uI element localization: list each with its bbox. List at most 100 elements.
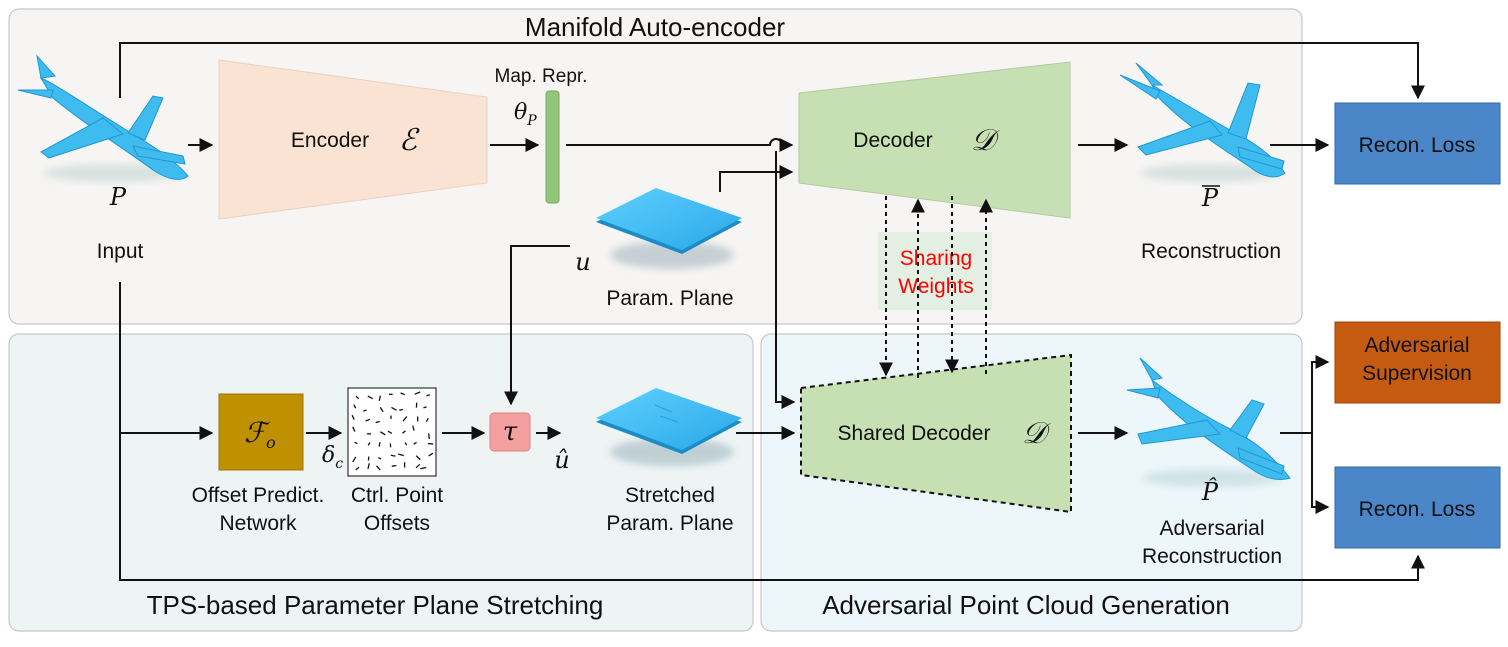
- offset-glyph: [367, 442, 371, 446]
- stretched-plane-line1: Stretched: [625, 484, 715, 507]
- offset-glyph: [378, 442, 381, 447]
- recon-loss-bottom-label: Recon. Loss: [1359, 498, 1476, 521]
- offset-glyph: [352, 456, 357, 463]
- offset-glyph: [376, 465, 381, 471]
- offset-glyph: [354, 441, 358, 445]
- shared-decoder-label: Shared Decoder: [838, 422, 991, 445]
- offset-glyph: [402, 430, 406, 434]
- offset-glyph: [387, 430, 393, 435]
- adversarial-supervision-line2: Supervision: [1362, 362, 1472, 385]
- adv-reconstruction-symbol: P̂: [1201, 478, 1219, 506]
- encoder-symbol: ℰ: [399, 123, 420, 158]
- offset-glyph: [413, 441, 417, 445]
- offset-glyph: [375, 420, 380, 424]
- arrow-adv-supervision: [1280, 355, 1330, 434]
- offset-net-line1: Offset Predict.: [192, 484, 325, 507]
- input-symbol: P: [109, 183, 127, 211]
- arrow-input-recon-loss-top: [119, 42, 1425, 100]
- offset-glyph: [420, 466, 427, 470]
- stretched-plane-image: [596, 388, 742, 466]
- sharing-weights-line2: Weights: [898, 275, 973, 298]
- offset-glyph: [355, 466, 360, 471]
- offset-glyph: [427, 433, 430, 440]
- offset-glyph: [378, 395, 381, 402]
- offset-glyph: [414, 391, 421, 395]
- offset-glyph: [362, 409, 367, 412]
- ctrl-offsets-symbol: δc: [322, 443, 343, 472]
- offset-glyph: [377, 456, 382, 460]
- offset-glyph: [399, 408, 404, 411]
- reconstruction-label: Reconstruction: [1141, 240, 1281, 263]
- arrow-u-tau: [504, 245, 570, 406]
- adversarial-title: Adversarial Point Cloud Generation: [822, 590, 1230, 620]
- recon-loss-top-label: Recon. Loss: [1359, 134, 1476, 157]
- sharing-weights-box: [878, 232, 992, 310]
- tps-block: [489, 412, 531, 452]
- ctrl-offsets-line1: Ctrl. Point: [351, 484, 443, 507]
- param-plane-image: [596, 188, 742, 269]
- stretched-plane-symbol: û: [554, 446, 569, 474]
- adv-reconstruction-line1: Adversarial: [1159, 517, 1264, 540]
- map-repr-label: Map. Repr.: [495, 66, 588, 87]
- offset-glyph: [415, 463, 421, 469]
- offset-glyph: [353, 404, 357, 409]
- arrow-input-bottom: [119, 282, 1425, 581]
- decoder-block: [798, 61, 1071, 219]
- offset-glyph: [391, 464, 397, 467]
- offset-glyph: [398, 453, 404, 457]
- map-repr-bar: [545, 90, 560, 204]
- arrow-map-decoder: [566, 138, 794, 152]
- offset-glyph: [367, 395, 374, 400]
- ctrl-offset-marks: [351, 391, 434, 471]
- arrow-map-shared-decoder: [775, 151, 796, 409]
- offset-glyph: [404, 442, 408, 446]
- sharing-weights-line1: Sharing: [900, 247, 972, 270]
- reconstruction-symbol: P: [1201, 184, 1219, 212]
- adv-reconstruction-line2: Reconstruction: [1142, 545, 1282, 568]
- offset-glyph: [390, 454, 396, 457]
- offset-net-block: [218, 393, 304, 471]
- arrow-plane-decoder: [719, 165, 794, 192]
- map-repr-symbol: θP: [514, 100, 537, 129]
- offset-glyph: [365, 418, 371, 422]
- offset-glyph: [425, 417, 429, 423]
- input-airplane-image: [17, 54, 189, 182]
- offset-glyph: [412, 425, 415, 431]
- offset-glyph: [402, 416, 408, 422]
- tps-title: TPS-based Parameter Plane Stretching: [147, 590, 604, 620]
- offset-glyph: [367, 463, 370, 469]
- reconstruction-airplane-image: [1119, 62, 1286, 182]
- connectors: [119, 42, 1425, 581]
- param-plane-label: Param. Plane: [606, 287, 733, 310]
- offset-net-line2: Network: [219, 512, 297, 535]
- encoder-label: Encoder: [291, 129, 369, 152]
- offset-glyph: [426, 394, 431, 397]
- offset-glyph: [352, 426, 356, 432]
- offset-glyph: [415, 455, 421, 461]
- offset-glyph: [428, 452, 434, 457]
- arrow-adv-recon-loss: [1311, 433, 1330, 514]
- param-plane-symbol: u: [575, 248, 590, 276]
- offset-glyph: [355, 395, 360, 400]
- adversarial-supervision-box: [1334, 321, 1501, 404]
- decoder-label: Decoder: [853, 129, 932, 152]
- ctrl-offsets-line2: Offsets: [364, 512, 430, 535]
- tps-panel: [8, 333, 754, 632]
- recon-loss-top: [1334, 102, 1501, 185]
- input-label: Input: [97, 240, 144, 263]
- sharing-weights-arrows: [879, 196, 993, 378]
- encoder-block: [218, 59, 488, 220]
- autoencoder-panel: [8, 8, 1303, 325]
- ctrl-offsets-block: [347, 387, 437, 477]
- offset-glyph: [423, 406, 427, 409]
- recon-loss-bottom: [1334, 466, 1501, 549]
- tps-symbol: τ: [503, 417, 518, 447]
- offset-glyph: [391, 406, 397, 411]
- stretched-plane-line2: Param. Plane: [606, 512, 733, 535]
- adv-reconstruction-airplane-image: [1126, 357, 1291, 487]
- shared-decoder-block: [800, 353, 1072, 514]
- adversarial-supervision-line1: Adversarial: [1364, 334, 1469, 357]
- autoencoder-title: Manifold Auto-encoder: [525, 12, 786, 42]
- offset-glyph: [379, 406, 384, 413]
